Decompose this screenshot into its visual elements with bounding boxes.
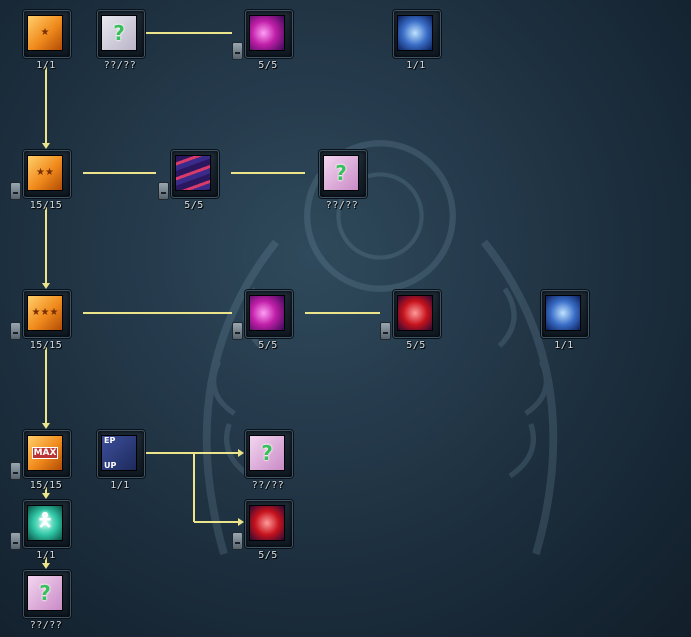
skill-level: 1/1 bbox=[406, 60, 426, 71]
skill-node-unknown[interactable]: ? ??/?? bbox=[22, 570, 72, 634]
decrease-button[interactable] bbox=[380, 322, 391, 340]
fire-slash-icon: ★ bbox=[27, 15, 63, 51]
skill-level: 15/15 bbox=[29, 480, 63, 491]
skill-level: ??/?? bbox=[251, 480, 285, 491]
decrease-button[interactable] bbox=[10, 462, 21, 480]
skill-level: ??/?? bbox=[103, 60, 137, 71]
skill-node-unknown[interactable]: ? ??/?? bbox=[96, 10, 146, 74]
skill-node-aura[interactable]: 🯅 1/1 bbox=[10, 500, 72, 564]
skill-level: 1/1 bbox=[36, 60, 56, 71]
skill-node-fire-3star[interactable]: ★★★ 15/15 bbox=[10, 290, 72, 354]
striped-flag-icon bbox=[175, 155, 211, 191]
decrease-button[interactable] bbox=[158, 182, 169, 200]
skill-level: 15/15 bbox=[29, 340, 63, 351]
red-orb-icon bbox=[397, 295, 433, 331]
skill-node-blue-dash[interactable]: 1/1 bbox=[392, 10, 442, 74]
fire-max-icon: MAX bbox=[27, 435, 63, 471]
fire-slash-icon: ★★ bbox=[27, 155, 63, 191]
skill-level: 5/5 bbox=[258, 340, 278, 351]
skill-level: 5/5 bbox=[258, 550, 278, 561]
skill-node-stripe[interactable]: 5/5 bbox=[158, 150, 220, 214]
unknown-skill-icon: ? bbox=[249, 435, 285, 471]
skill-node-blue-shield[interactable]: 1/1 bbox=[540, 290, 590, 354]
unknown-skill-icon: ? bbox=[101, 15, 137, 51]
skill-level: 5/5 bbox=[184, 200, 204, 211]
skill-node-ep-up[interactable]: EP UP 1/1 bbox=[96, 430, 146, 494]
skill-level: 1/1 bbox=[36, 550, 56, 561]
skill-node-fire-2star[interactable]: ★★ 15/15 bbox=[10, 150, 72, 214]
decrease-button[interactable] bbox=[10, 182, 21, 200]
skill-level: 1/1 bbox=[554, 340, 574, 351]
skill-node-unknown[interactable]: ? ??/?? bbox=[318, 150, 368, 214]
crimson-slash-icon bbox=[249, 295, 285, 331]
skill-node-fire-1star[interactable]: ★ 1/1 bbox=[22, 10, 72, 74]
skill-level: 5/5 bbox=[258, 60, 278, 71]
decrease-button[interactable] bbox=[10, 532, 21, 550]
decrease-button[interactable] bbox=[10, 322, 21, 340]
skill-level: 5/5 bbox=[406, 340, 426, 351]
skill-level: 1/1 bbox=[110, 480, 130, 491]
skill-node-unknown[interactable]: ? ??/?? bbox=[244, 430, 294, 494]
magenta-burst-icon bbox=[249, 15, 285, 51]
decrease-button[interactable] bbox=[232, 42, 243, 60]
decrease-button[interactable] bbox=[232, 532, 243, 550]
skill-node-fire-max[interactable]: MAX 15/15 bbox=[10, 430, 72, 494]
blue-dash-icon bbox=[397, 15, 433, 51]
skill-node-red-whirl[interactable]: 5/5 bbox=[232, 500, 294, 564]
ep-up-icon: EP UP bbox=[101, 435, 137, 471]
skill-level: 15/15 bbox=[29, 200, 63, 211]
fire-slash-icon: ★★★ bbox=[27, 295, 63, 331]
unknown-skill-icon: ? bbox=[323, 155, 359, 191]
skill-node-magenta-burst[interactable]: 5/5 bbox=[232, 10, 294, 74]
unknown-skill-icon: ? bbox=[27, 575, 63, 611]
decrease-button[interactable] bbox=[232, 322, 243, 340]
aura-figure-icon: 🯅 bbox=[27, 505, 63, 541]
blue-shield-icon bbox=[545, 295, 581, 331]
red-whirl-icon bbox=[249, 505, 285, 541]
skill-level: ??/?? bbox=[325, 200, 359, 211]
skill-node-red-orb[interactable]: 5/5 bbox=[380, 290, 442, 354]
skill-node-crimson-slash[interactable]: 5/5 bbox=[232, 290, 294, 354]
skill-level: ??/?? bbox=[29, 620, 63, 631]
